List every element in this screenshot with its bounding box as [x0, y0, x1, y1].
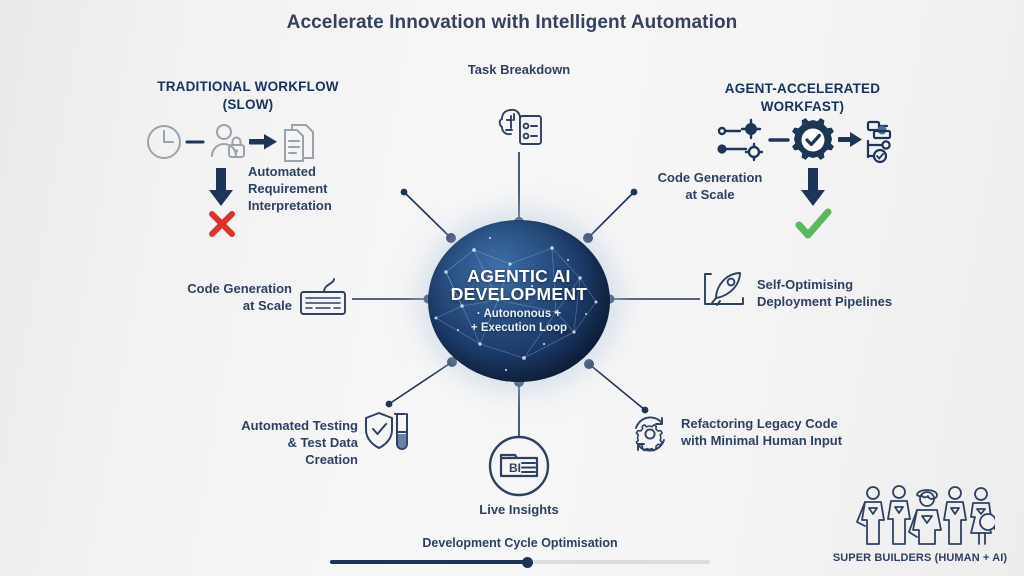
footer-caption: SUPER BUILDERS (HUMAN + AI)	[832, 552, 1008, 564]
core-title-line2: DEVELOPMENT	[450, 284, 588, 305]
traditional-outcome-cross-icon	[208, 210, 236, 243]
traditional-down-arrow	[208, 168, 234, 213]
slider-track[interactable]	[330, 556, 710, 568]
traditional-workflow-icon-row	[145, 118, 315, 166]
superhero-team-icon	[855, 482, 1000, 555]
agent-accelerated-heading-line2: WORKFAST)	[760, 98, 845, 114]
node-task-breakdown-label: Task Breakdown	[449, 62, 589, 79]
slider-label: Development Cycle Optimisation	[422, 536, 618, 550]
node-automated-testing-label: Automated Testing & Test Data Creation	[218, 418, 358, 469]
documents-icon	[284, 124, 314, 162]
network-pattern	[434, 236, 598, 372]
agent-down-arrow	[800, 168, 826, 213]
pipeline-icon	[866, 120, 892, 164]
traditional-outcome-label: Automated Requirement Interpretation	[248, 164, 378, 215]
traditional-outcome-line3: Interpretation	[248, 197, 332, 213]
node-self-optimising-line1: Self-Optimising	[757, 277, 854, 292]
clock-icon	[147, 125, 181, 159]
node-self-optimising-line2: Deployment Pipelines	[757, 293, 893, 309]
node-code-generation-left-line2: at Scale	[242, 297, 292, 313]
node-automated-testing-line1: Automated Testing	[241, 418, 358, 433]
slider-handle[interactable]	[522, 556, 534, 568]
node-refactoring-line1: Refactoring Legacy Code	[681, 416, 838, 431]
page-title: Accelerate Innovation with Intelligent A…	[286, 12, 738, 33]
node-task-breakdown-label-line1: Task Breakdown	[467, 62, 571, 77]
slider-fill	[330, 560, 528, 564]
traditional-workflow-heading-line1: TRADITIONAL WORKFLOW	[157, 79, 339, 94]
node-live-insights-line1: Live Insights	[479, 502, 559, 517]
agent-outcome-check-icon	[795, 208, 833, 245]
bi-dashboard-icon: BI	[487, 434, 551, 503]
core-sphere: AGENTIC AI DEVELOPMENT · Autononous + + …	[428, 220, 610, 382]
traditional-workflow-heading-line2: (SLOW)	[222, 96, 274, 112]
node-refactoring-label: Refactoring Legacy Code with Minimal Hum…	[681, 416, 911, 450]
node-code-generation-left-line1: Code Generation	[187, 281, 292, 296]
core-title: AGENTIC AI DEVELOPMENT	[451, 267, 588, 304]
arrow-right-icon	[838, 132, 862, 147]
agent-accelerated-heading-line1: AGENT-ACCELERATED	[724, 81, 881, 96]
node-code-generation-top-line1: Code Generation	[657, 170, 763, 185]
core-subtitle: · Autononous + + Execution Loop	[471, 308, 567, 336]
node-live-insights-label: Live Insights	[449, 502, 589, 519]
traditional-workflow-heading: TRADITIONAL WORKFLOW (SLOW)	[148, 78, 348, 114]
node-code-generation-top-label: Code Generation at Scale	[640, 170, 780, 204]
core-subtitle-line1: · Autononous +	[476, 307, 562, 320]
arrow-right-icon	[249, 134, 277, 150]
node-refactoring-line2: with Minimal Human Input	[681, 432, 843, 448]
svg-text:BI: BI	[509, 461, 521, 475]
traditional-outcome-line2: Requirement	[248, 180, 328, 196]
node-code-generation-top-line2: at Scale	[685, 186, 735, 202]
keyboard-icon	[298, 278, 348, 323]
traditional-outcome-line1: Automated	[248, 164, 316, 179]
gear-refresh-icon	[628, 412, 672, 461]
agent-accelerated-icon-row	[716, 116, 896, 168]
gear-check-icon	[792, 118, 834, 160]
node-automated-testing-line3: Creation	[305, 451, 358, 467]
node-automated-testing-line2: & Test Data	[287, 434, 358, 450]
agent-accelerated-heading: AGENT-ACCELERATED WORKFAST)	[700, 80, 905, 116]
shield-check-testtube-icon	[362, 408, 410, 459]
core-subtitle-line2: + Execution Loop	[470, 321, 568, 334]
rocket-laptop-icon	[700, 268, 750, 317]
user-lock-icon	[211, 124, 245, 158]
node-code-generation-left-label: Code Generation at Scale	[172, 281, 292, 315]
core-title-line1: AGENTIC AI	[467, 265, 571, 286]
development-cycle-slider[interactable]: Development Cycle Optimisation	[330, 536, 710, 568]
brain-checklist-icon	[497, 104, 545, 155]
node-self-optimising-label: Self-Optimising Deployment Pipelines	[757, 277, 917, 311]
settings-nodes-icon	[717, 118, 764, 162]
